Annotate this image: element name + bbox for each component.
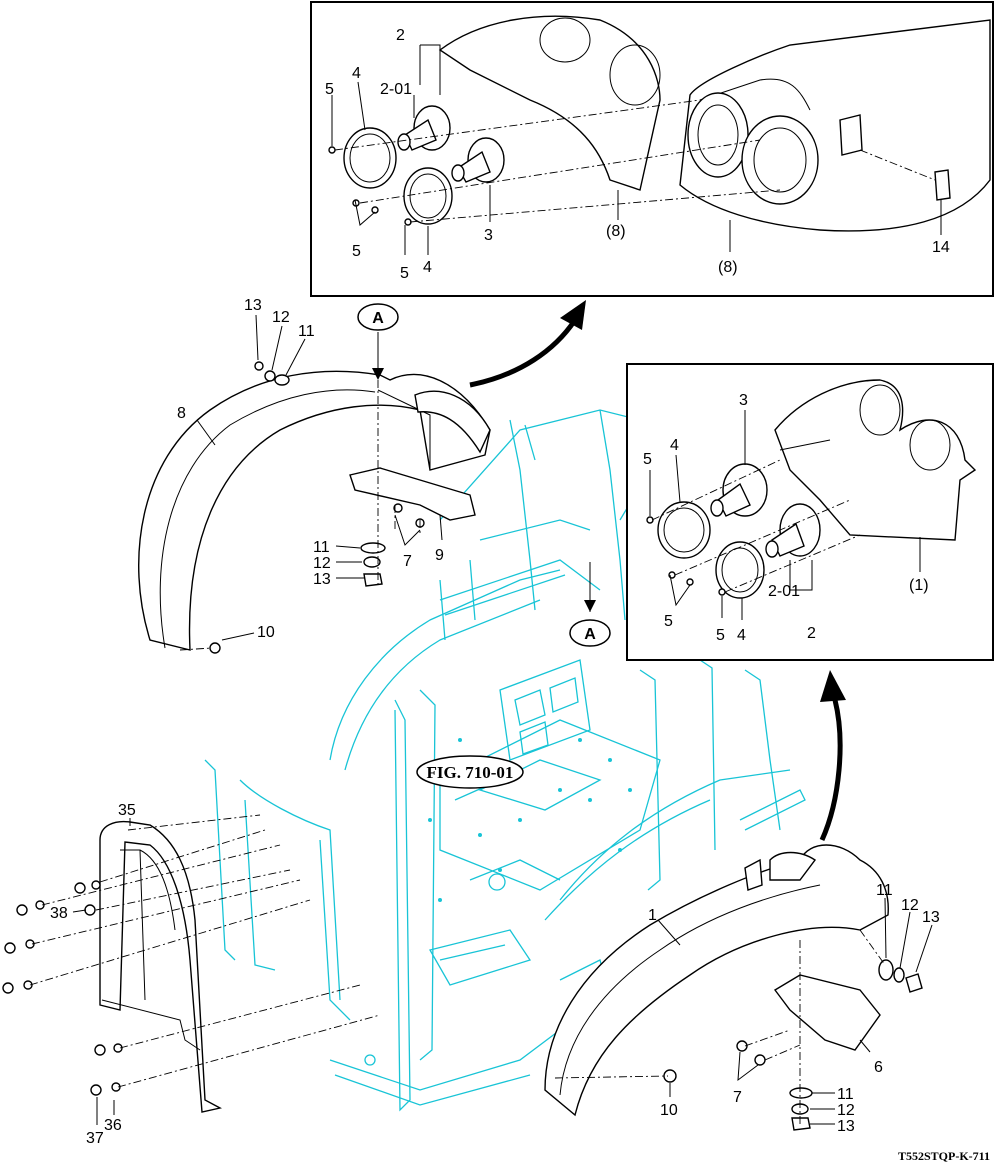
label-2-01: 2-01 — [380, 81, 412, 98]
label-5: 5 — [664, 613, 673, 630]
label-13: 13 — [837, 1118, 855, 1135]
label-1-ref: (1) — [909, 577, 929, 594]
label-7: 7 — [403, 553, 412, 570]
label-8: 8 — [177, 405, 186, 422]
label-5: 5 — [352, 243, 361, 260]
view-marker-label: A — [584, 626, 596, 643]
label-2-01: 2-01 — [768, 583, 800, 600]
label-11: 11 — [298, 323, 315, 340]
label-13: 13 — [922, 909, 940, 926]
label-4: 4 — [670, 437, 679, 454]
label-1: 1 — [648, 907, 657, 924]
label-12: 12 — [272, 309, 290, 326]
label-12: 12 — [313, 555, 331, 572]
label-10: 10 — [257, 624, 275, 641]
inset-top — [310, 1, 994, 297]
label-3: 3 — [484, 227, 493, 244]
label-3: 3 — [739, 392, 748, 409]
label-5: 5 — [400, 265, 409, 282]
rear-guard-labels: 35 38 36 37 — [50, 802, 136, 1147]
label-5: 5 — [716, 627, 725, 644]
label-37: 37 — [86, 1130, 104, 1147]
label-8-ref: (8) — [606, 223, 626, 240]
label-11: 11 — [837, 1086, 854, 1103]
drawing-code: T552STQP-K-711 — [898, 1149, 990, 1163]
view-marker-label: A — [372, 310, 384, 327]
inset-right — [626, 363, 994, 661]
cab-frame — [204, 409, 806, 1112]
label-2: 2 — [807, 625, 816, 642]
label-5: 5 — [325, 81, 334, 98]
label-35: 35 — [118, 802, 136, 819]
inset-right-labels: 3 4 5 5 5 4 2-01 2 (1) — [643, 392, 929, 644]
label-12: 12 — [837, 1102, 855, 1119]
rear-guard — [2, 814, 381, 1125]
label-36: 36 — [104, 1117, 122, 1134]
label-4: 4 — [423, 259, 432, 276]
right-fender-labels: 1 11 12 13 6 7 10 11 12 13 — [648, 882, 940, 1135]
label-11: 11 — [313, 539, 330, 556]
figure-reference: FIG. 710-01 — [416, 755, 524, 789]
label-13: 13 — [313, 571, 331, 588]
label-14: 14 — [932, 239, 950, 256]
left-fender — [138, 300, 586, 654]
label-8-ref: (8) — [718, 259, 738, 276]
label-5: 5 — [643, 451, 652, 468]
label-7: 7 — [733, 1089, 742, 1106]
view-marker-a-bottom: A — [569, 619, 611, 647]
label-4: 4 — [737, 627, 746, 644]
label-6: 6 — [874, 1059, 883, 1076]
left-fender-labels: 13 12 11 8 11 12 13 7 9 10 — [177, 297, 444, 641]
label-38: 38 — [50, 905, 68, 922]
label-2: 2 — [396, 27, 405, 44]
label-4: 4 — [352, 65, 361, 82]
label-11: 11 — [876, 882, 893, 899]
label-13: 13 — [244, 297, 262, 314]
right-fender — [544, 562, 933, 1131]
inset-top-labels: 2 2-01 4 5 5 5 4 3 (8) (8) 14 — [325, 27, 950, 282]
view-marker-a-top: A — [357, 303, 399, 331]
label-10: 10 — [660, 1102, 678, 1119]
label-9: 9 — [435, 547, 444, 564]
figure-reference-label: FIG. 710-01 — [427, 763, 514, 782]
label-12: 12 — [901, 897, 919, 914]
